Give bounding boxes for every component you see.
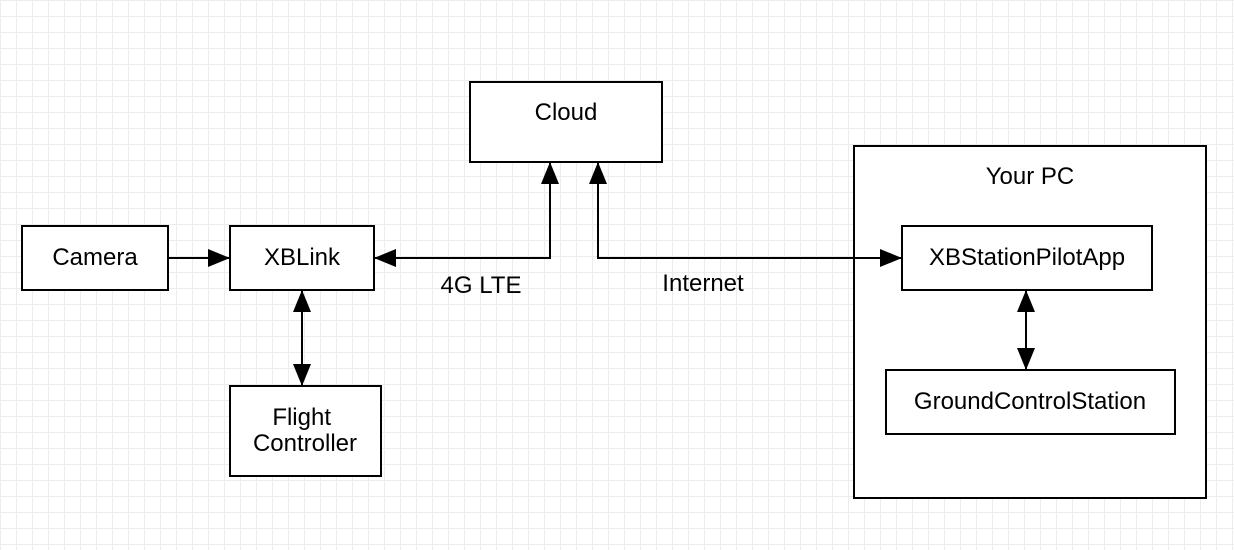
flight-controller-node[interactable]: Flight Controller	[229, 385, 382, 477]
cloud-label: Cloud	[535, 99, 598, 126]
edge-label-internet: Internet	[662, 270, 744, 297]
camera-label: Camera	[52, 244, 138, 271]
edge-cloud-xbstation	[589, 162, 902, 267]
edge-label-4g-lte: 4G LTE	[441, 272, 522, 299]
xbstation-node[interactable]: XBStationPilotApp	[901, 225, 1153, 291]
gcs-node[interactable]: GroundControlStation	[885, 369, 1176, 435]
xblink-label: XBLink	[264, 244, 341, 271]
xbstation-label: XBStationPilotApp	[929, 244, 1125, 271]
flight-controller-label: Flight Controller	[253, 404, 357, 457]
cloud-node[interactable]: Cloud	[469, 81, 663, 163]
your-pc-label: Your PC	[986, 163, 1075, 190]
flight-controller-label-line1: Flight	[272, 404, 331, 431]
your-pc-container[interactable]: Your PC	[853, 145, 1207, 499]
flight-controller-label-line2: Controller	[253, 430, 357, 457]
xblink-node[interactable]: XBLink	[229, 225, 375, 291]
gcs-label: GroundControlStation	[914, 388, 1146, 415]
camera-node[interactable]: Camera	[21, 225, 169, 291]
edge-xblink-cloud	[374, 162, 559, 267]
